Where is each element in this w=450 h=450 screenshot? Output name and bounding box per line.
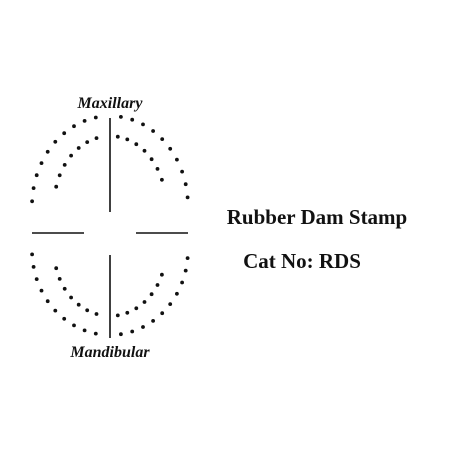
tooth-dot [180,280,185,285]
tooth-dot [168,302,173,306]
tooth-dot [31,265,36,269]
maxillary-outer-dot-arch [30,115,190,204]
tooth-dot [175,157,179,162]
tooth-dot [119,332,123,337]
tooth-dot [85,140,90,145]
mandibular-label: Mandibular [69,344,150,361]
tooth-dot [149,157,154,162]
tooth-dot [34,173,39,178]
tooth-dot [115,134,120,139]
tooth-dot [142,148,147,153]
tooth-dot [175,291,179,296]
tooth-dot [85,308,90,313]
tooth-dot [94,312,99,316]
tooth-dot [155,283,160,287]
tooth-dot [151,129,156,133]
tooth-dot [130,117,135,122]
maxillary-label: Maxillary [77,95,144,112]
tooth-dot [57,277,62,281]
tooth-dot [53,308,58,313]
tooth-dot [82,328,87,333]
tooth-dot [185,195,190,200]
tooth-dot [160,137,165,142]
tooth-dot [160,272,164,277]
tooth-dot [125,137,130,142]
tooth-dot [72,124,76,129]
tooth-dot [31,186,36,191]
tooth-dot [62,131,67,136]
tooth-dot [76,302,81,307]
mandibular-inner-dot-arch [54,266,164,318]
tooth-dot [149,292,154,297]
tooth-dot [93,115,98,120]
tooth-dot [62,163,67,167]
tooth-dot [155,167,160,171]
tooth-dot [141,325,145,329]
tooth-dot [45,299,50,304]
tooth-dot [45,149,50,154]
tooth-dot [72,323,76,328]
tooth-dot [142,300,147,304]
mandibular-outer-dot-arch [30,252,190,337]
tooth-dot [115,313,120,318]
tooth-dot [62,286,67,291]
tooth-dot [130,329,135,334]
tooth-dot [39,288,44,293]
tooth-dot [57,173,62,178]
tooth-dot [54,266,59,271]
tooth-dot [160,177,164,182]
tooth-dot [119,115,123,119]
tooth-dot [168,146,173,151]
tooth-dot [134,142,139,147]
tooth-dot [34,277,39,281]
maxillary-inner-dot-arch [54,134,164,189]
tooth-dot [76,146,81,150]
tooth-dot [185,256,190,260]
tooth-dot [183,182,188,187]
tooth-dot [141,122,145,127]
tooth-dot [134,306,139,311]
tooth-dot [69,295,73,300]
tooth-dot [183,268,188,273]
tooth-dot [30,252,34,257]
tooth-dot [160,311,165,316]
tooth-dot [82,119,87,123]
tooth-dot [62,316,67,321]
tooth-dot [125,310,130,315]
tooth-dot [69,153,73,158]
tooth-dot [151,319,156,323]
tooth-dot [39,161,44,166]
tooth-dot [93,331,98,336]
tooth-dot [30,199,34,204]
tooth-dot [53,139,58,144]
catalog-number: Cat No: RDS [243,249,361,273]
tooth-dot [94,136,99,141]
product-name: Rubber Dam Stamp [227,205,407,229]
tooth-dot [54,184,59,189]
tooth-dot [180,169,185,174]
